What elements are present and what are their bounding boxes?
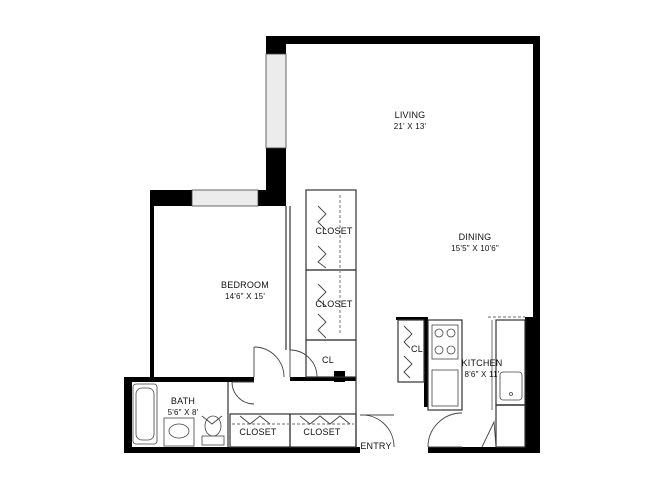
room-label-dining: DINING 15'5" X 10'6"	[430, 232, 520, 254]
cl-small-box	[305, 339, 357, 378]
room-name-dining: DINING	[458, 232, 492, 242]
room-name-kitchen: KITCHEN	[461, 358, 503, 368]
wall-bath-left	[124, 377, 132, 453]
wall-bottom-left	[124, 447, 360, 453]
wall-kitchen-left	[424, 317, 428, 407]
toilet-tank	[201, 435, 225, 446]
wall-bedroom-top-right	[258, 190, 286, 206]
wall-living-left-top	[266, 36, 286, 54]
room-label-bedroom: BEDROOM 14'6" X 15'	[205, 280, 285, 302]
room-dims-dining: 15'5" X 10'6"	[451, 244, 499, 253]
wall-bottom-right	[428, 447, 540, 453]
bifold-doors	[201, 205, 413, 425]
wall-right-lower	[525, 317, 540, 453]
wall-living-top	[266, 36, 540, 44]
kitchen-counter-left	[427, 319, 463, 411]
entry-label: ENTRY	[360, 441, 392, 451]
room-name-living: LIVING	[394, 110, 426, 120]
wall-bedroom-bottom	[290, 377, 356, 381]
room-dims-kitchen: 8'6" X 11'	[464, 370, 500, 379]
bathtub	[132, 383, 158, 445]
window-bedroom	[191, 189, 259, 207]
closet-hall-left-label: CLOSET	[239, 427, 277, 437]
wall-kitchen-top	[396, 317, 428, 320]
cl-kitchen-label: CL	[411, 344, 423, 354]
room-dims-living: 21' X 13'	[393, 122, 427, 131]
room-name-bedroom: BEDROOM	[221, 280, 269, 290]
closet-bed-lower-label: CLOSET	[315, 299, 353, 309]
wall-bedroom-left	[150, 190, 154, 380]
window-living	[265, 53, 287, 149]
room-label-bath: BATH 5'6" X 8'	[160, 396, 206, 418]
kitchen-pantry	[495, 404, 526, 448]
room-dims-bedroom: 14'6" X 15'	[224, 292, 266, 301]
closet-hall-right-label: CLOSET	[303, 427, 341, 437]
wall-living-left-bottom	[266, 148, 286, 200]
doors	[231, 346, 497, 448]
stove	[431, 324, 459, 360]
toilet-bowl	[204, 415, 222, 437]
refrigerator	[431, 369, 459, 407]
bath-vanity	[163, 417, 195, 447]
cl-small-label: CL	[322, 355, 334, 365]
wall-bedroom-top-left	[150, 190, 192, 206]
wall-right	[533, 36, 540, 317]
closet-bed-upper-label: CLOSET	[315, 226, 353, 236]
room-name-bath: BATH	[170, 396, 196, 406]
kitchen-sink	[499, 371, 523, 401]
windows	[191, 53, 287, 207]
bath-fixtures	[132, 383, 225, 447]
room-label-living: LIVING 21' X 13'	[370, 110, 450, 132]
wall-bath-top	[124, 377, 254, 382]
room-label-kitchen: KITCHEN 8'6" X 11'	[452, 358, 512, 380]
cl-kitchen-box	[397, 319, 425, 383]
interior-lines	[227, 189, 526, 448]
room-dims-bath: 5'6" X 8'	[167, 408, 199, 417]
